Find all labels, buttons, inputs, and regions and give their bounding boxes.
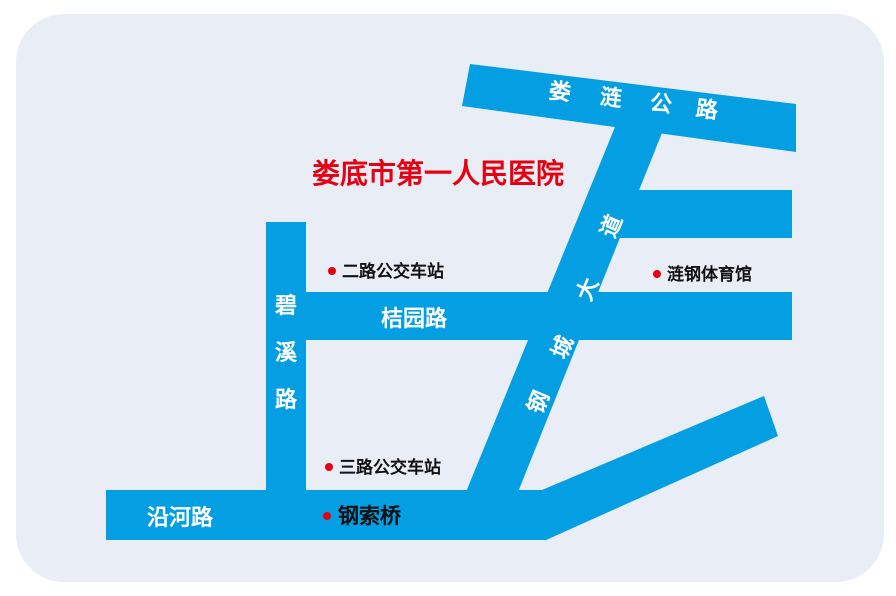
road-label-bixi-3: 路 xyxy=(275,387,298,413)
road-label-loulian-3: 公 xyxy=(648,91,673,118)
hospital-label: 娄底市第一人民医院 xyxy=(312,157,564,190)
marker-dot-icon xyxy=(653,270,661,278)
road-label-bixi-1: 碧 xyxy=(274,293,297,319)
road-label-loulian-1: 娄 xyxy=(547,79,572,106)
road-branch-east xyxy=(610,190,792,238)
road-label-yanhe: 沿河路 xyxy=(147,505,214,531)
road-yanhe xyxy=(106,396,778,540)
poi-label-bus-stop-2: 二路公交车站 xyxy=(342,261,444,282)
poi-liangang-stadium: 涟钢体育馆 xyxy=(653,264,752,285)
marker-dot-icon xyxy=(328,267,336,275)
poi-bus-stop-3: 三路公交车站 xyxy=(325,457,441,478)
road-jieyuan xyxy=(268,292,792,340)
poi-bus-stop-2: 二路公交车站 xyxy=(328,261,444,282)
poi-label-liangang-stadium: 涟钢体育馆 xyxy=(667,264,752,285)
road-network xyxy=(106,64,796,540)
road-label-loulian-2: 涟 xyxy=(598,84,624,113)
marker-dot-icon xyxy=(325,463,333,471)
poi-gangsuo-bridge: 钢索桥 xyxy=(323,504,402,528)
road-label-loulian-4: 路 xyxy=(694,96,720,125)
poi-label-bus-stop-3: 三路公交车站 xyxy=(339,457,441,478)
road-label-jieyuan: 桔园路 xyxy=(381,306,448,332)
road-label-bixi-2: 溪 xyxy=(275,341,298,366)
road-bixi xyxy=(266,222,306,498)
marker-dot-icon xyxy=(323,512,331,520)
poi-label-gangsuo-bridge: 钢索桥 xyxy=(338,504,402,528)
